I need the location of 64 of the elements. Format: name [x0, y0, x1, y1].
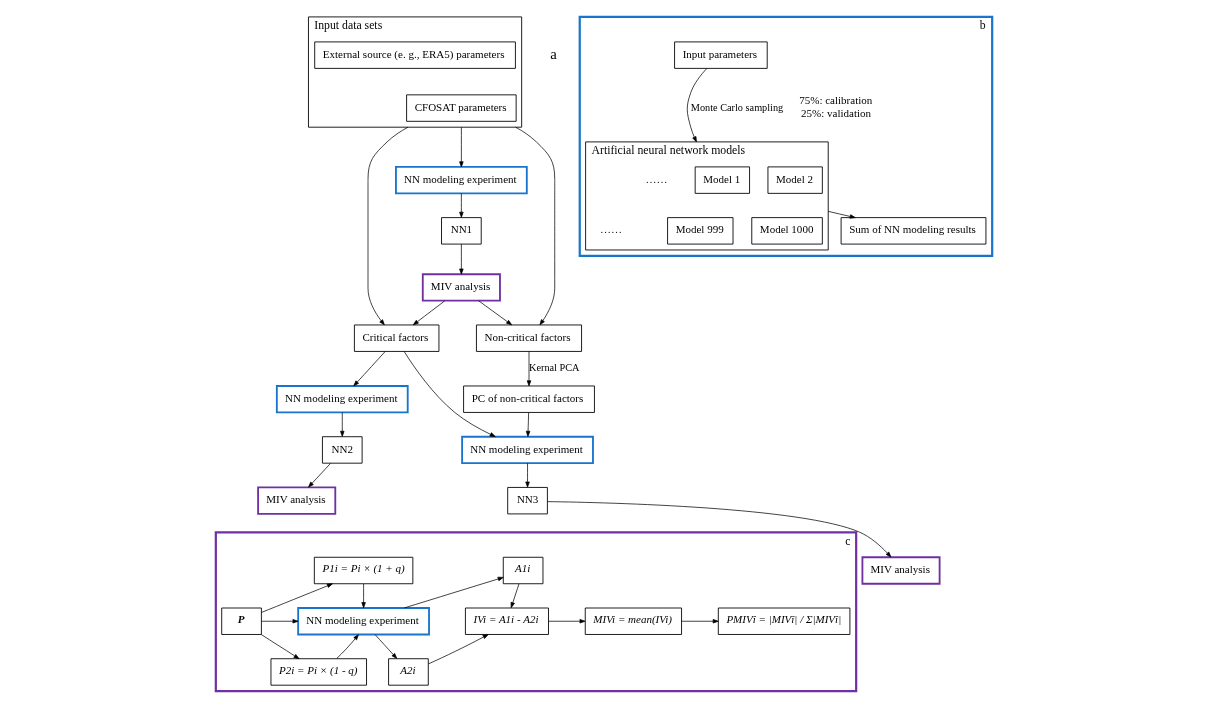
label: …… [599, 223, 622, 236]
node-box: NN modeling experiment [297, 607, 430, 636]
label: 25%: validation [801, 106, 872, 119]
arrow [526, 351, 532, 387]
arrow [261, 619, 299, 624]
arrow [547, 501, 892, 558]
arrow [340, 412, 345, 437]
edge-label: Monte Carlo sampling [690, 101, 784, 113]
node-box: Model 1000 [751, 217, 823, 245]
arrow [827, 210, 856, 219]
node-box: Model 999 [667, 217, 734, 245]
arrow [261, 583, 333, 613]
node-box: A1i [502, 556, 544, 585]
node-box: NN modeling experiment [461, 435, 594, 465]
node-box: Model 2 [767, 166, 823, 194]
node-box: Non-critical factors [476, 324, 583, 352]
arrow [548, 619, 586, 624]
node-box: NN2 [322, 436, 363, 464]
arrow [428, 634, 489, 665]
node-box: CFOSAT parameters [406, 94, 517, 122]
arrow [510, 583, 520, 609]
arrow [525, 463, 530, 488]
node-box: NN modeling experiment [275, 385, 409, 414]
node-box: NN3 [507, 487, 548, 515]
node-box: MIVi = mean(IVi) [584, 607, 682, 635]
edge-label: Kernal PCA [529, 362, 580, 374]
arrow [403, 576, 504, 609]
arrow [681, 619, 719, 624]
node-box: Input parameters [674, 41, 768, 69]
node-box: NN1 [441, 217, 482, 245]
node-box: Model 1 [694, 166, 750, 194]
arrow [478, 300, 512, 326]
node-box: Critical factors [353, 324, 440, 352]
node-box: MIV analysis [861, 556, 941, 585]
node-box: PC of non-critical factors [463, 385, 595, 413]
label: a [550, 45, 557, 62]
arrow [525, 412, 531, 437]
arrow [459, 193, 464, 218]
arrow [412, 300, 446, 326]
label: …… [645, 172, 668, 185]
node-box: A2i [388, 658, 429, 686]
arrow [403, 351, 496, 437]
node-box: MIV analysis [421, 273, 501, 302]
node-box: P1i = Pi × (1 + q) [313, 556, 414, 585]
label: 75%: calibration [799, 94, 873, 107]
node-box: MIV analysis [257, 486, 337, 515]
node-box: NN modeling experiment [395, 166, 528, 195]
arrow [459, 126, 464, 168]
arrow [361, 583, 366, 609]
node-box: Sum of NN modeling results [840, 217, 987, 245]
arrow [374, 634, 398, 659]
node-box: External source (e. g., ERA5) parameters [314, 41, 516, 69]
node-box: PMIVî = |MIVî| / Σ|MIVî| [717, 607, 851, 635]
arrow [353, 351, 386, 387]
node-box: IVi = A1i - A2i [465, 607, 549, 635]
arrow [459, 243, 464, 275]
arrow [260, 634, 300, 660]
arrow [367, 126, 409, 326]
arrow [336, 634, 359, 659]
arrow [515, 126, 556, 326]
arrow [686, 68, 708, 143]
node-box: P [221, 607, 262, 635]
node-box: P2i = Pi × (1 - q) [270, 658, 367, 686]
arrow [308, 463, 331, 488]
